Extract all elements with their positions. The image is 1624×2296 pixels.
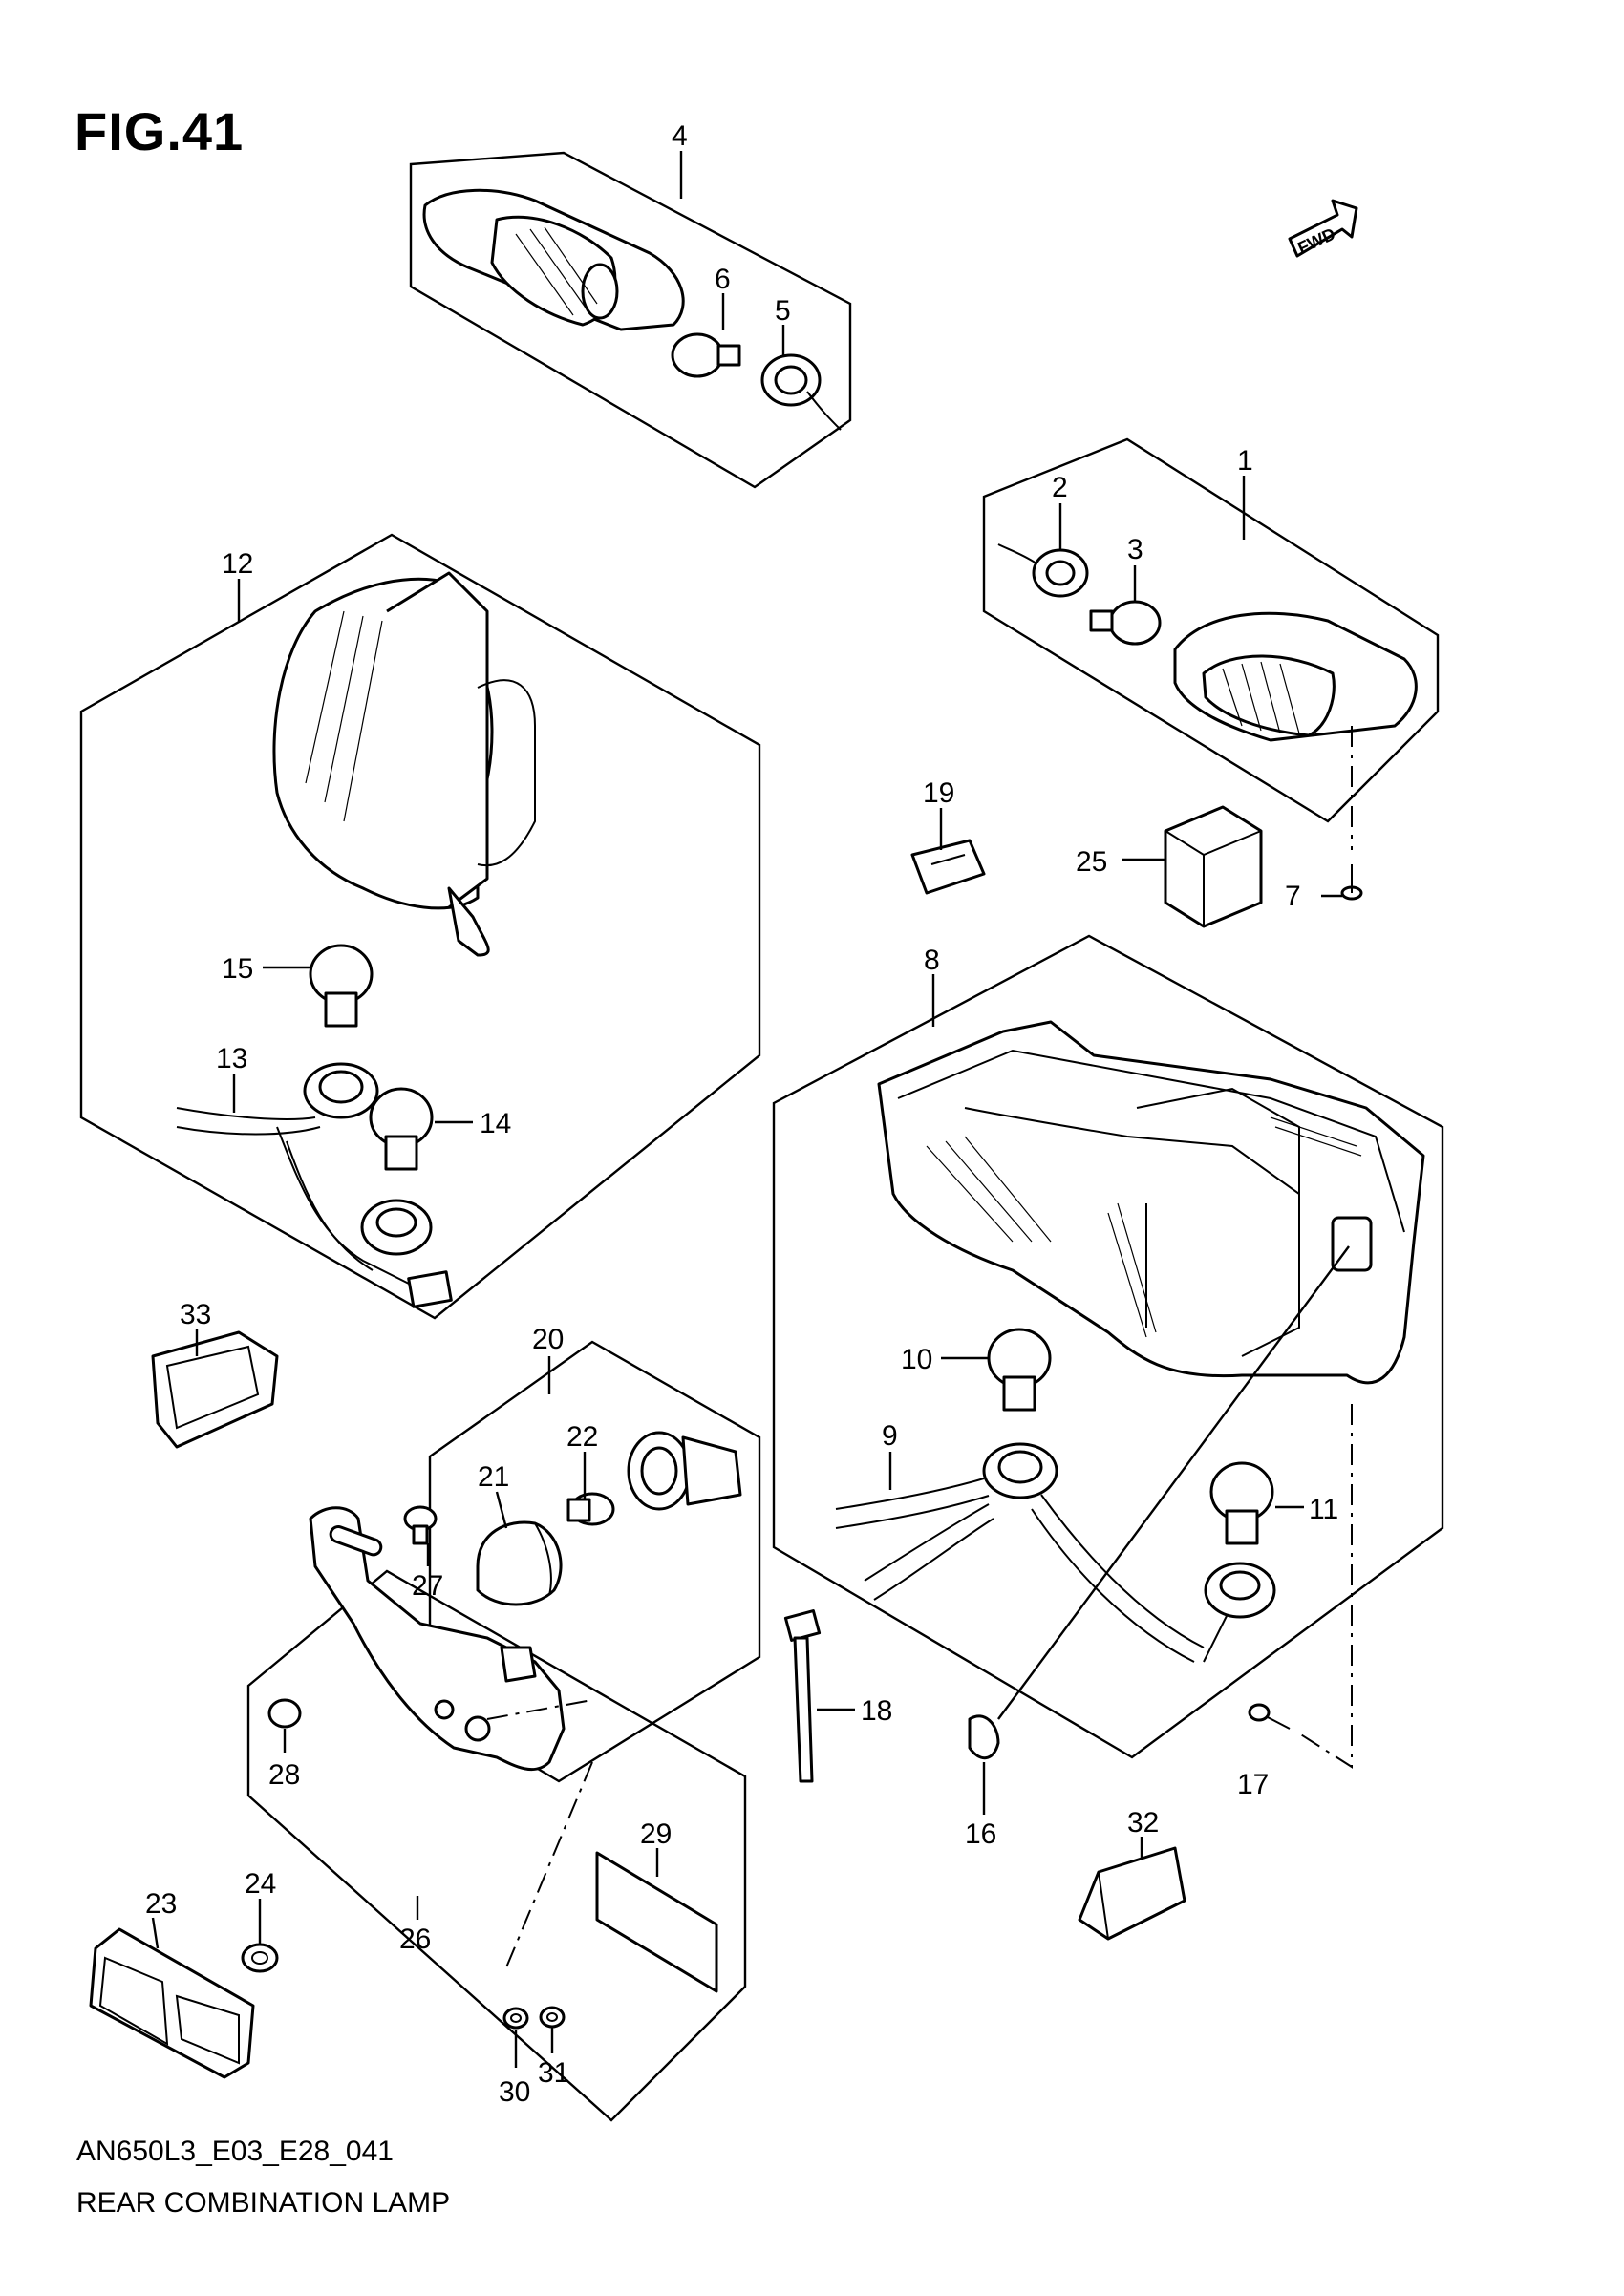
callout-17: 17	[1237, 1769, 1269, 1800]
part-bulb-3	[1089, 600, 1162, 646]
callout-7: 7	[1285, 881, 1301, 912]
callout-4: 4	[672, 120, 688, 152]
part-lens-cap-21	[476, 1520, 563, 1606]
part-grommet-28	[267, 1698, 302, 1729]
part-license-lamp-socket-20	[627, 1431, 742, 1511]
callout-10: 10	[901, 1344, 932, 1375]
callout-20: 20	[532, 1324, 564, 1355]
callout-27: 27	[412, 1570, 443, 1602]
part-reflector-33	[151, 1330, 279, 1449]
callout-14: 14	[480, 1108, 511, 1139]
leader-dash-26-30	[505, 1761, 593, 1968]
forward-arrow-icon	[1288, 199, 1358, 258]
part-clip-19	[910, 839, 986, 895]
callout-21: 21	[478, 1461, 509, 1493]
leader-dash-26-29	[486, 1699, 593, 1720]
callout-9: 9	[882, 1420, 898, 1452]
callout-18: 18	[861, 1695, 892, 1727]
callout-29: 29	[640, 1818, 672, 1850]
diagram-code: AN650L3_E03_E28_041	[76, 2136, 394, 2167]
group-frame-license-bracket	[246, 1569, 747, 2122]
callout-32: 32	[1127, 1807, 1159, 1839]
part-harness-9	[835, 1442, 1205, 1663]
callout-25: 25	[1076, 846, 1107, 878]
part-label-29	[595, 1851, 718, 1993]
callout-22: 22	[566, 1421, 598, 1453]
callout-1: 1	[1237, 445, 1253, 477]
callout-8: 8	[924, 945, 940, 976]
callout-5: 5	[775, 295, 791, 327]
part-turn-signal-lens-1	[1173, 611, 1418, 742]
leader-dash-8-17	[1298, 1404, 1353, 1769]
callout-3: 3	[1127, 534, 1143, 565]
part-bulb-14	[369, 1087, 434, 1171]
diagram-name: REAR COMBINATION LAMP	[76, 2187, 451, 2219]
leader-line-16	[997, 1245, 1350, 1720]
part-grommet-16	[968, 1714, 1000, 1760]
part-turn-signal-lens-4	[422, 188, 685, 331]
part-screw-7	[1340, 864, 1363, 901]
callout-26: 26	[399, 1924, 431, 1955]
callout-13: 13	[216, 1043, 247, 1074]
part-screw-17	[1248, 1703, 1291, 1730]
part-socket-14b	[360, 1199, 433, 1256]
part-bulb-15	[309, 944, 374, 1028]
callout-19: 19	[923, 777, 954, 809]
group-frame-front-turn-signal-left	[409, 151, 852, 489]
part-bulb-6	[671, 332, 741, 378]
callout-31: 31	[538, 2057, 569, 2089]
part-bulb-11	[1209, 1461, 1274, 1545]
figure-title: FIG.41	[75, 101, 245, 161]
part-washer-30	[502, 2007, 529, 2030]
group-frame-rear-combination-lamp	[772, 934, 1444, 1759]
part-nut-31	[539, 2006, 566, 2029]
part-rear-combination-lamp-8	[877, 1020, 1425, 1385]
part-socket-11b	[1203, 1562, 1276, 1663]
fwd-badge: FWD	[1288, 199, 1358, 258]
part-reflector-23	[89, 1927, 255, 2079]
part-socket-5	[760, 353, 842, 431]
callout-2: 2	[1052, 472, 1068, 503]
part-bulb-10	[987, 1328, 1052, 1412]
group-frame-front-turn-signal-right	[982, 437, 1440, 823]
part-socket-2	[997, 543, 1089, 598]
leader-line-21	[495, 1491, 508, 1529]
part-bulb-22	[566, 1492, 615, 1526]
callout-16: 16	[965, 1818, 996, 1850]
part-cable-tie-18	[783, 1609, 822, 1783]
callout-30: 30	[499, 2076, 530, 2108]
group-frame-left-taillight	[79, 533, 761, 1320]
part-license-bracket-26	[309, 1506, 566, 1772]
part-bolt-27	[403, 1505, 438, 1545]
callout-33: 33	[180, 1299, 211, 1330]
callout-12: 12	[222, 548, 253, 580]
leader-line-23	[151, 1917, 160, 1949]
callout-15: 15	[222, 953, 253, 985]
callout-23: 23	[145, 1888, 177, 1920]
callout-11: 11	[1309, 1494, 1338, 1525]
callout-28: 28	[268, 1759, 300, 1791]
part-harness-13	[176, 1062, 453, 1308]
part-relay-25	[1164, 805, 1263, 928]
callout-6: 6	[715, 264, 731, 295]
part-nut-24	[241, 1943, 279, 1973]
callout-24: 24	[245, 1868, 276, 1900]
part-reflector-32	[1078, 1846, 1186, 1941]
part-taillight-housing-12	[272, 571, 536, 957]
